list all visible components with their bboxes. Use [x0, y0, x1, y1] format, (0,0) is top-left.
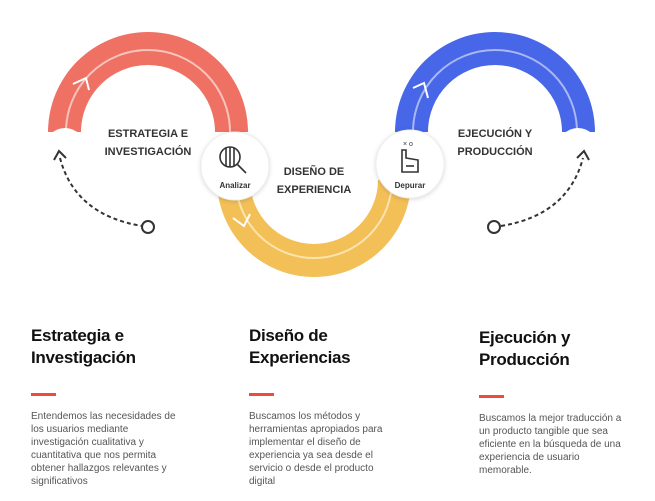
column-title-line1: Ejecución y	[479, 328, 571, 347]
accent-bar	[31, 393, 56, 396]
accent-bar	[479, 395, 504, 398]
column-execution: Ejecución y Producción Buscamos la mejor …	[479, 327, 639, 477]
end-circle-icon	[487, 220, 501, 234]
column-title-line2: Producción	[479, 350, 570, 369]
strategy-arc-stripe	[65, 49, 231, 133]
arrow-icon	[412, 81, 429, 99]
column-text: Buscamos la mejor traducción a un produc…	[479, 413, 622, 476]
stage2-line1: DISEÑO DE	[284, 165, 345, 178]
column-strategy: Estrategia e Investigación Entendemos las…	[31, 325, 191, 488]
arrow-head-icon	[576, 149, 590, 161]
start-circle-icon	[141, 220, 155, 234]
node-analizar: Analizar	[200, 131, 270, 201]
process-diagram: ESTRATEGIA E INVESTIGACIÓN DISEÑO DE EXP…	[48, 32, 595, 277]
column-title-line2: Investigación	[31, 348, 136, 367]
column-title-line1: Estrategia e	[31, 326, 124, 345]
design-arc	[217, 180, 411, 277]
design-arc-stripe	[235, 179, 393, 259]
dashed-loop-left	[59, 157, 143, 227]
column-text: Entendemos las necesidades de los usuari…	[31, 411, 176, 487]
stage1-line2: INVESTIGACIÓN	[105, 145, 192, 158]
arrow-icon	[232, 213, 251, 228]
arrow-icon	[72, 76, 90, 91]
dashed-loop-right	[500, 157, 584, 227]
node-depurar: × o Depurar	[375, 129, 445, 199]
magnifier-icon	[219, 146, 247, 174]
column-title-line2: Experiencias	[249, 348, 351, 367]
column-title-line1: Diseño de	[249, 326, 328, 345]
svg-text:× o: × o	[403, 141, 413, 148]
column-design: Diseño de Experiencias Buscamos los métod…	[249, 325, 409, 488]
arrow-head-icon	[53, 149, 67, 161]
stage3-line2: PRODUCCIÓN	[457, 145, 532, 158]
hand-pointer-icon: × o	[401, 141, 419, 173]
node-label: Analizar	[219, 181, 250, 190]
execution-arc	[395, 32, 595, 132]
stage3-line1: EJECUCIÓN Y	[458, 127, 533, 140]
accent-bar	[249, 393, 274, 396]
stage2-line2: EXPERIENCIA	[277, 184, 352, 196]
column-text: Buscamos los métodos y herramientas apro…	[249, 411, 383, 487]
execution-arc-stripe	[412, 49, 578, 133]
node-label: Depurar	[395, 181, 426, 190]
stage1-line1: ESTRATEGIA E	[108, 128, 188, 140]
strategy-arc	[48, 32, 248, 132]
